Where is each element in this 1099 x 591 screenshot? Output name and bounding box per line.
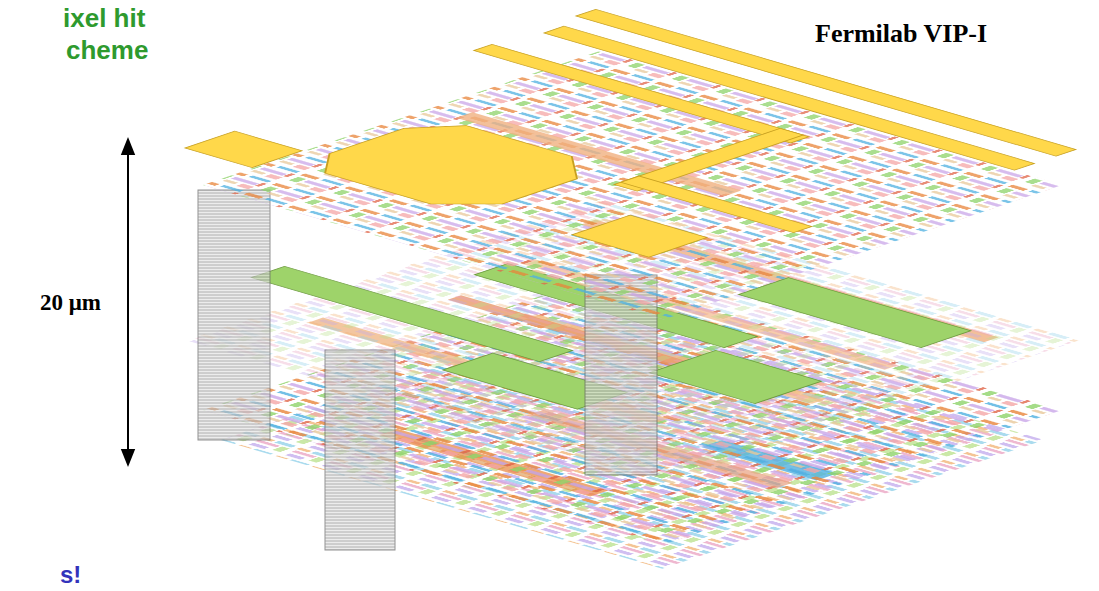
orange-layer: [185, 200, 1080, 480]
dimension-arrow: [127, 146, 129, 458]
via-column: [325, 350, 395, 550]
via-column: [198, 190, 270, 440]
cropped-heading: cheme: [66, 36, 148, 65]
top-metal-layer: [185, 9, 1076, 288]
cropped-heading: ixel hit: [63, 4, 145, 33]
cropped-note: s!: [60, 562, 81, 588]
dimension-label: 20 μm: [40, 290, 101, 315]
chip-name: Fermilab VIP-I: [815, 20, 987, 49]
